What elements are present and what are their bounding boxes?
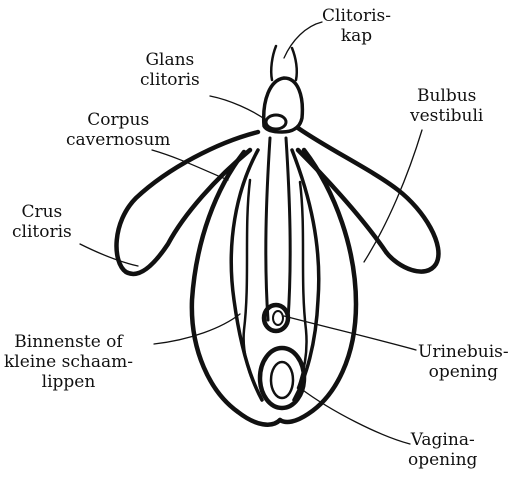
clitoris-hood-outline	[264, 78, 303, 132]
label-clitoriskap: Clitoris- kap	[322, 6, 391, 46]
glans-clitoris	[266, 115, 286, 129]
crus-right-outline	[298, 128, 438, 272]
label-crus-clitoris: Crus clitoris	[12, 202, 72, 242]
label-bulbus-vestibuli: Bulbus vestibuli	[410, 86, 483, 126]
vaginal-opening-inner	[271, 362, 293, 398]
clitoris-shaft	[271, 46, 276, 80]
leader-crus	[80, 244, 138, 266]
leader-bulbus	[364, 130, 422, 262]
label-glans-clitoris: Glans clitoris	[140, 50, 200, 90]
leader-vagina	[300, 388, 410, 444]
label-corpus-cavernosum: Corpus cavernosum	[66, 110, 170, 150]
label-urinebuis-opening: Urinebuis- opening	[418, 342, 509, 382]
central-cleft-left	[266, 138, 270, 320]
central-cleft-right	[286, 138, 290, 320]
leader-clitoriskap	[284, 22, 322, 58]
label-binnenste-schaamlippen: Binnenste of kleine schaam- lippen	[4, 332, 133, 392]
label-vagina-opening: Vagina- opening	[408, 430, 477, 470]
urethral-opening-inner	[273, 311, 283, 325]
leader-glans	[210, 96, 266, 120]
clitoris-shaft-right	[292, 48, 297, 80]
inner-lip-left-fold	[244, 180, 256, 388]
